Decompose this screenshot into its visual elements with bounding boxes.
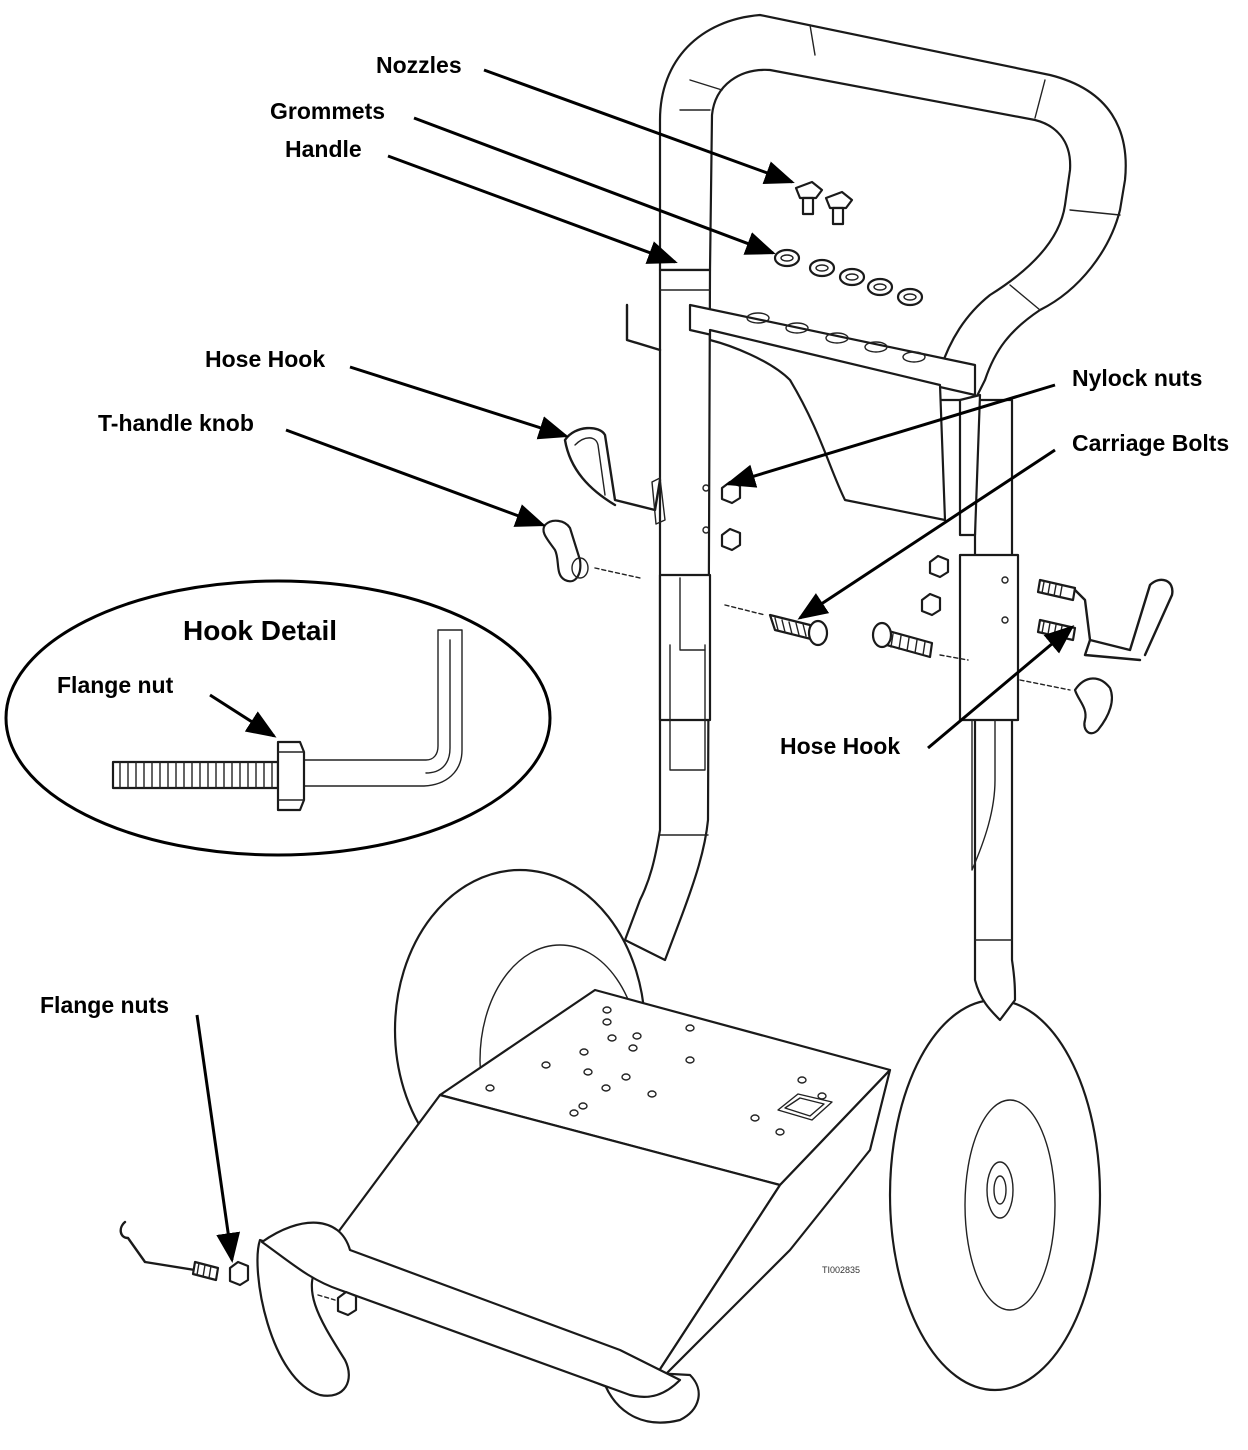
nozzles-parts	[794, 180, 854, 226]
hose-hook-right-label: Hose Hook	[780, 733, 901, 759]
hook-detail-title: Hook Detail	[183, 615, 338, 646]
hose-hook-left-label: Hose Hook	[205, 346, 326, 372]
carriage-bolts-label: Carriage Bolts	[1072, 430, 1230, 456]
hook-detail-inset	[4, 579, 552, 857]
lower-hook-and-flange-nuts	[119, 1220, 358, 1317]
right-wheel	[888, 998, 1102, 1392]
flange-nuts-label: Flange nuts	[40, 992, 170, 1018]
figure-code: TI002835	[822, 1265, 861, 1275]
nylock-nuts-parts	[720, 480, 950, 617]
base-tray	[308, 988, 892, 1402]
nylock-nuts-label: Nylock nuts	[1072, 365, 1203, 391]
right-hose-hook-part	[1019, 578, 1174, 735]
t-handle-knob-label: T-handle knob	[98, 410, 254, 436]
grommets-parts	[773, 248, 924, 307]
left-hose-hook-part	[542, 303, 666, 583]
handle-frame	[623, 13, 1127, 1022]
nozzles-label: Nozzles	[376, 52, 462, 78]
grommets-label: Grommets	[270, 98, 386, 124]
flange-nut-label: Flange nut	[57, 672, 174, 698]
leader-lines	[195, 68, 1075, 1263]
handle-label: Handle	[285, 136, 362, 162]
front-bumper	[256, 1221, 700, 1424]
carriage-bolts-parts	[724, 604, 969, 661]
